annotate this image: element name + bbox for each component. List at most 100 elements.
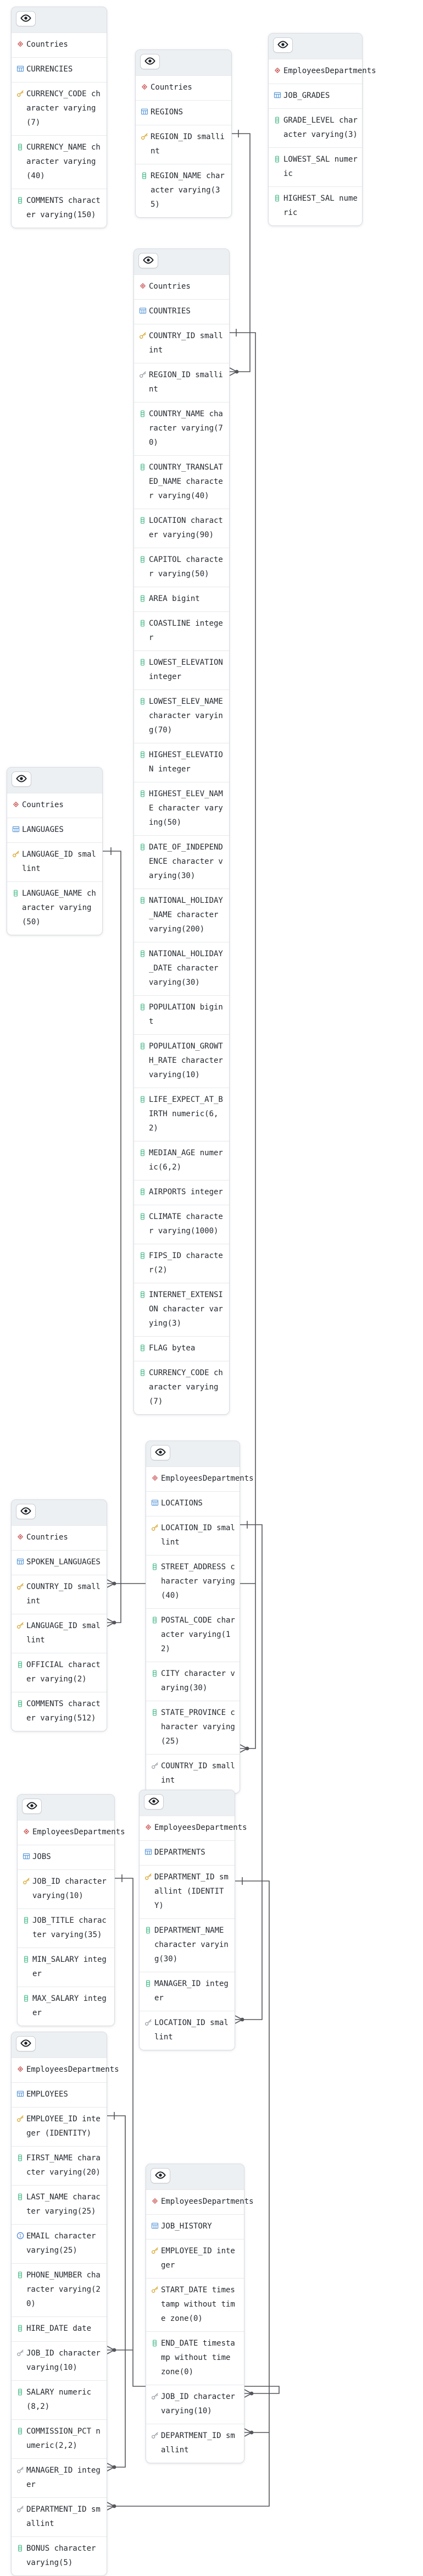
table-name: LANGUAGES: [7, 818, 102, 842]
relationship-line-departments-to-employees-and-job-history: [107, 1880, 270, 2507]
visibility-toggle-button[interactable]: [16, 11, 36, 26]
schema-name-label: EmployeesDepartments: [26, 2065, 119, 2074]
column-row: EMPLOYEE_ID integer (IDENTITY): [12, 2107, 107, 2146]
column-row: COUNTRY_ID smallint: [12, 1575, 107, 1614]
visibility-toggle-button[interactable]: [140, 54, 160, 69]
column-row-label: LANGUAGE_ID smallint: [22, 850, 96, 873]
column-row: DATE_OF_INDEPENDENCE character varying(3…: [134, 835, 229, 889]
column-row: JOB_TITLE character varying(35): [18, 1908, 114, 1948]
column-row-label: LOCATION_ID smallint: [161, 1524, 235, 1547]
schema-name: EmployeesDepartments: [146, 1466, 254, 1491]
column-row-label: FLAG bytea: [149, 1344, 196, 1353]
card-header: [12, 1500, 107, 1525]
column-row: DEPARTMENT_ID smallint: [12, 2497, 107, 2536]
visibility-toggle-button[interactable]: [22, 1799, 42, 1814]
column-icon: [151, 1615, 159, 1624]
column-row-label: GRADE_LEVEL character varying(3): [283, 116, 358, 139]
column-row-label: COUNTRY_NAME character varying(70): [149, 410, 223, 447]
column-icon: [151, 2338, 159, 2347]
visibility-toggle-button[interactable]: [144, 1794, 164, 1810]
column-row-label: REGION_ID smallint: [151, 133, 225, 156]
schema-icon: [12, 800, 20, 809]
column-row-label: NATIONAL_HOLIDAY_DATE character varying(…: [149, 950, 223, 987]
schema-icon: [151, 2197, 159, 2205]
column-row: LOCATION character varying(90): [134, 509, 229, 548]
column-row-label: COUNTRY_ID smallint: [161, 1762, 235, 1785]
column-row-label: JOB_TITLE character varying(35): [32, 1916, 107, 1939]
schema-name-label: Countries: [151, 83, 192, 92]
card-header: [136, 50, 231, 75]
schema-name-label: Countries: [26, 40, 68, 49]
column-row-label: HIRE_DATE date: [26, 2324, 92, 2333]
column-row-label: CLIMATE character varying(1000): [149, 1212, 223, 1235]
table-icon: [138, 306, 147, 315]
table-name: EMPLOYEES: [12, 2082, 107, 2107]
column-icon: [138, 658, 147, 666]
schema-name-label: Countries: [149, 282, 191, 291]
column-row: FLAG bytea: [134, 1336, 229, 1361]
table-name: LOCATIONS: [146, 1491, 240, 1516]
column-row-label: DEPARTMENT_ID smallint: [161, 2431, 235, 2454]
column-row-label: CURRENCY_CODE character varying(7): [149, 1369, 223, 1406]
visibility-toggle-button[interactable]: [12, 771, 31, 787]
visibility-toggle-button[interactable]: [138, 253, 158, 268]
visibility-toggle-button[interactable]: [151, 1445, 170, 1460]
column-row: COUNTRY_ID smallint: [134, 324, 229, 363]
column-row-label: MIN_SALARY integer: [32, 1955, 107, 1978]
column-icon: [138, 516, 147, 525]
crowfoot-dot: [235, 369, 239, 374]
visibility-toggle-button[interactable]: [16, 1504, 36, 1519]
column-row: POSTAL_CODE character varying(12): [146, 1608, 240, 1662]
column-icon: [16, 1699, 24, 1708]
card-header: [12, 7, 107, 32]
visibility-toggle-button[interactable]: [151, 2168, 170, 2183]
card-header: [7, 768, 102, 793]
visibility-toggle-button[interactable]: [273, 37, 293, 53]
foreign-key-icon: [151, 2392, 159, 2401]
column-row-label: DEPARTMENT_NAME character varying(30): [154, 1926, 229, 1963]
crowfoot-dot: [240, 2017, 244, 2022]
column-row-label: DATE_OF_INDEPENDENCE character varying(3…: [149, 843, 223, 880]
column-row: JOB_ID character varying(10): [18, 1869, 114, 1908]
column-row-label: DEPARTMENT_ID smallint: [26, 2505, 101, 2528]
primary-key-icon: [151, 1523, 159, 1532]
primary-key-icon: [140, 132, 148, 141]
column-row-label: CAPITOL character varying(50): [149, 555, 223, 578]
foreign-key-icon: [151, 1761, 159, 1770]
column-row: CITY character varying(30): [146, 1662, 240, 1701]
column-row: COMMISSION_PCT numeric(2,2): [12, 2419, 107, 2458]
schema-name: Countries: [7, 793, 102, 818]
card-header: [140, 1790, 235, 1816]
column-row: STREET_ADDRESS character varying(40): [146, 1555, 240, 1608]
column-icon: [138, 1251, 147, 1260]
crowfoot-dot: [249, 2430, 254, 2435]
column-row-label: POPULATION_GROWTH_RATE character varying…: [149, 1042, 223, 1079]
column-row: DEPARTMENT_ID smallint (IDENTITY): [140, 1865, 235, 1918]
column-row-label: CURRENCY_CODE character varying(7): [26, 90, 101, 127]
column-icon: [138, 789, 147, 798]
table-name: JOB_GRADES: [269, 84, 362, 108]
column-row: MIN_SALARY integer: [18, 1948, 114, 1987]
schema-name-label: Countries: [22, 801, 64, 809]
column-row: START_DATE timestamp without time zone(0…: [146, 2278, 244, 2331]
column-row-label: LANGUAGE_NAME character varying(50): [22, 889, 96, 926]
card-header: [134, 249, 229, 274]
schema-name: EmployeesDepartments: [140, 1816, 247, 1840]
table-name-label: REGIONS: [151, 108, 183, 117]
visibility-toggle-button[interactable]: [16, 2036, 36, 2051]
column-row: LOCATION_ID smallint: [146, 1516, 240, 1555]
column-row-label: DEPARTMENT_ID smallint (IDENTITY): [154, 1873, 229, 1910]
schema-name-label: EmployeesDepartments: [161, 2197, 254, 2206]
primary-key-icon: [151, 2285, 159, 2294]
